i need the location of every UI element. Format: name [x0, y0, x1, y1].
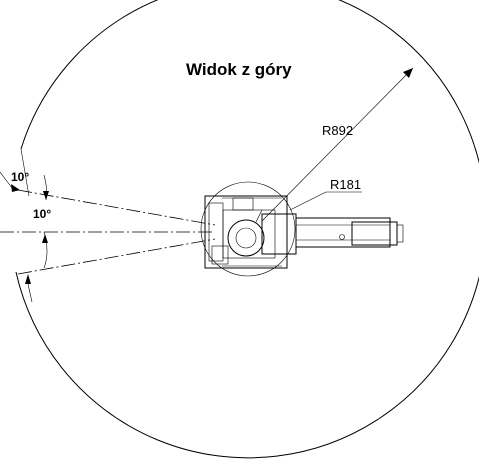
inner-work-circle: [200, 181, 296, 277]
left-angle-leader: [0, 171, 13, 189]
outer-work-range-arc: [15, 0, 479, 459]
upper-angle-arrow: [43, 191, 49, 200]
lower-angle-leader: [27, 283, 33, 303]
r181-leader: [289, 191, 327, 211]
diagram-title: Widok z góry: [186, 60, 292, 79]
lower-angle-arrow: [25, 274, 31, 284]
left-angle-arrow: [11, 184, 20, 192]
r892-arrow: [403, 68, 413, 78]
upper-extension-line: [20, 148, 30, 197]
middle-angle-label: 10°: [33, 207, 51, 221]
r181-label: R181: [330, 177, 361, 192]
middle-angle-arrow: [42, 234, 48, 243]
r892-leader: [261, 67, 414, 222]
r892-label: R892: [322, 123, 353, 138]
upper-limit-line: [17, 189, 216, 226]
lower-limit-line: [17, 238, 216, 275]
robot-outline: [204, 195, 404, 269]
upper-angle-label: 10°: [11, 170, 29, 184]
